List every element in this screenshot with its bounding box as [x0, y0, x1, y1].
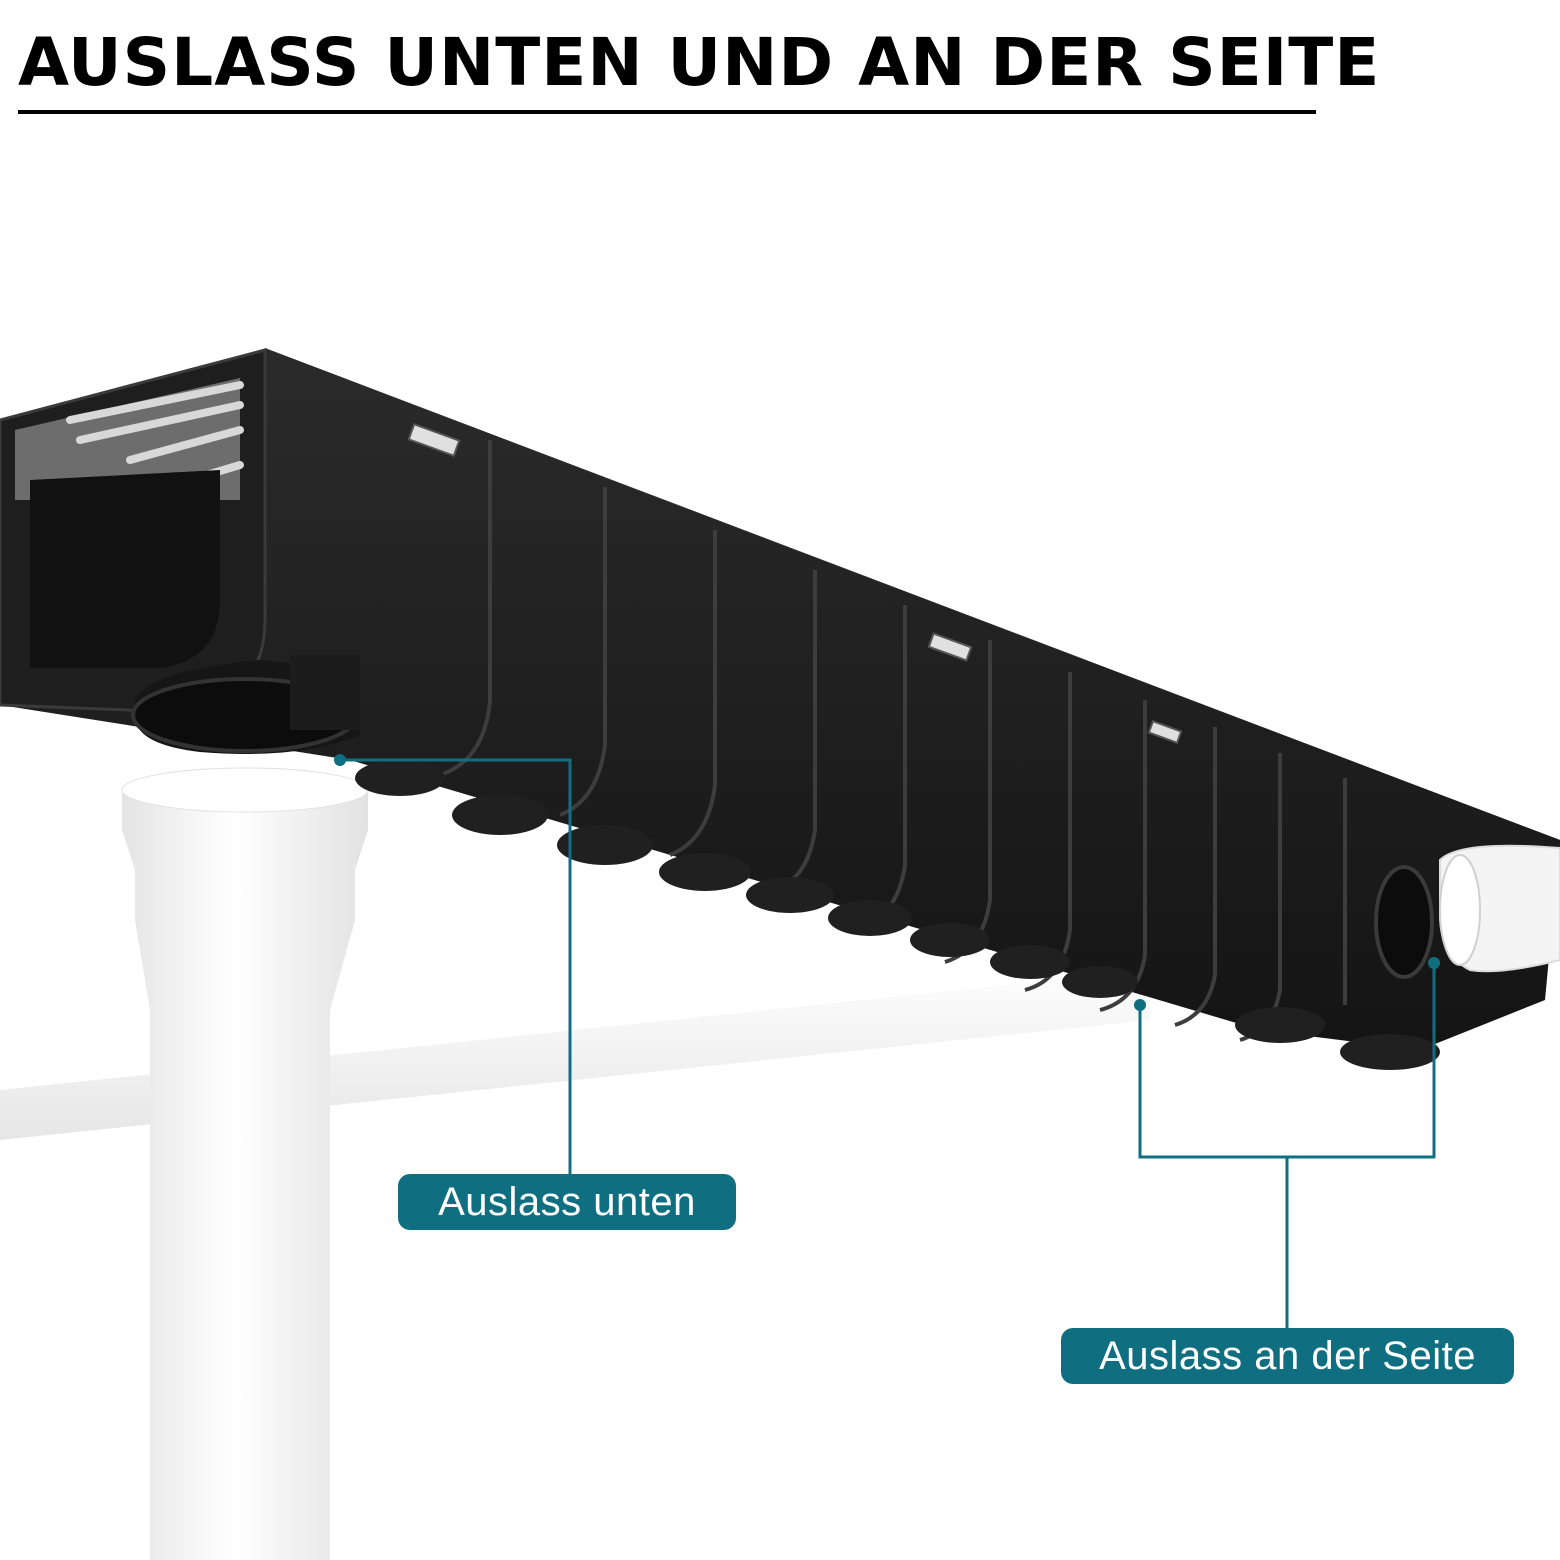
callout-dot-side-a [1134, 999, 1146, 1011]
page-title: AUSLASS UNTEN UND AN DER SEITE [18, 24, 1381, 101]
label-side-outlet: Auslass an der Seite [1061, 1328, 1514, 1384]
vertical-pipe [121, 767, 369, 1560]
callout-dot-bottom [334, 754, 346, 766]
callout-lines [340, 758, 1436, 1328]
drain-channel [0, 348, 1560, 1070]
title-underline [18, 110, 1316, 114]
side-outlet [1374, 844, 1560, 979]
label-bottom-outlet: Auslass unten [398, 1174, 736, 1230]
bottom-outlet-ring [131, 655, 360, 754]
callout-dot-side-b [1428, 957, 1440, 969]
